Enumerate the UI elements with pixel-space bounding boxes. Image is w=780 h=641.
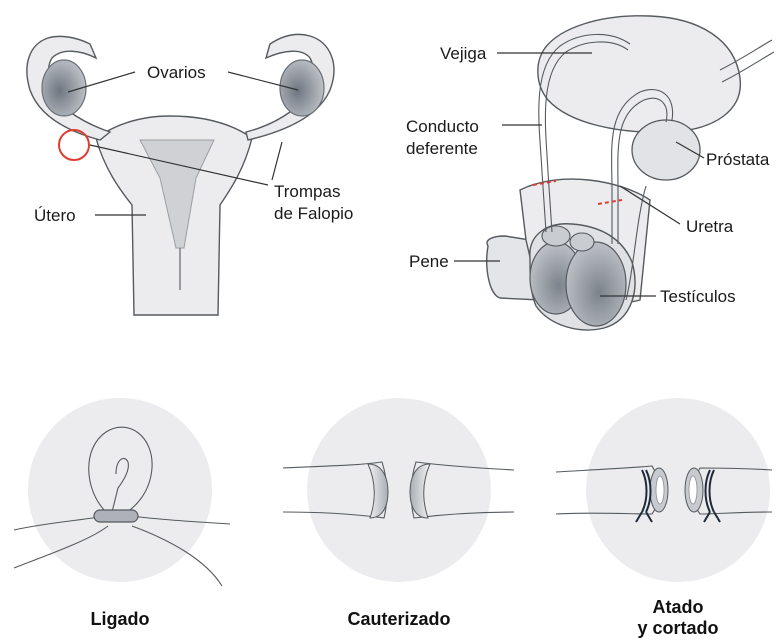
method-tied-panel: Ligado	[14, 398, 230, 629]
vas-deferens-label-line1: Conducto	[406, 117, 479, 136]
method-cauterized-panel: Cauterizado	[283, 398, 514, 629]
cauterized-caption: Cauterizado	[347, 609, 450, 629]
tied-caption: Ligado	[91, 609, 150, 629]
testicles-label: Testículos	[660, 287, 736, 306]
female-anatomy: Ovarios Útero Trompas de Falopio	[27, 34, 353, 315]
fallopian-tubes-label-line1: Trompas	[274, 182, 340, 201]
right-ovary	[280, 60, 324, 116]
cauterized-background-circle	[307, 398, 491, 582]
urethra-label: Uretra	[686, 217, 734, 236]
right-testicle	[566, 242, 626, 326]
method-tied-cut-panel: Atado y cortado	[556, 398, 772, 638]
tied-cut-background-circle	[586, 398, 770, 582]
tied-ring	[94, 510, 138, 522]
tied-cut-caption-line1: Atado	[653, 597, 704, 617]
vas-deferens-label-line2: deferente	[406, 139, 478, 158]
penis-label: Pene	[409, 252, 449, 271]
uterus-label: Útero	[34, 206, 76, 225]
tied-cut-caption-line2: y cortado	[637, 618, 718, 638]
tube-highlight-circle	[59, 130, 89, 160]
male-anatomy: Vejiga Conducto deferente Próstata Uretr…	[406, 16, 774, 330]
fallopian-tubes-label-line2: de Falopio	[274, 204, 353, 223]
tied-background-circle	[28, 398, 212, 582]
bladder-shape	[538, 16, 741, 132]
prostate-label: Próstata	[706, 150, 770, 169]
bladder-label: Vejiga	[440, 44, 487, 63]
ovaries-label: Ovarios	[147, 63, 206, 82]
